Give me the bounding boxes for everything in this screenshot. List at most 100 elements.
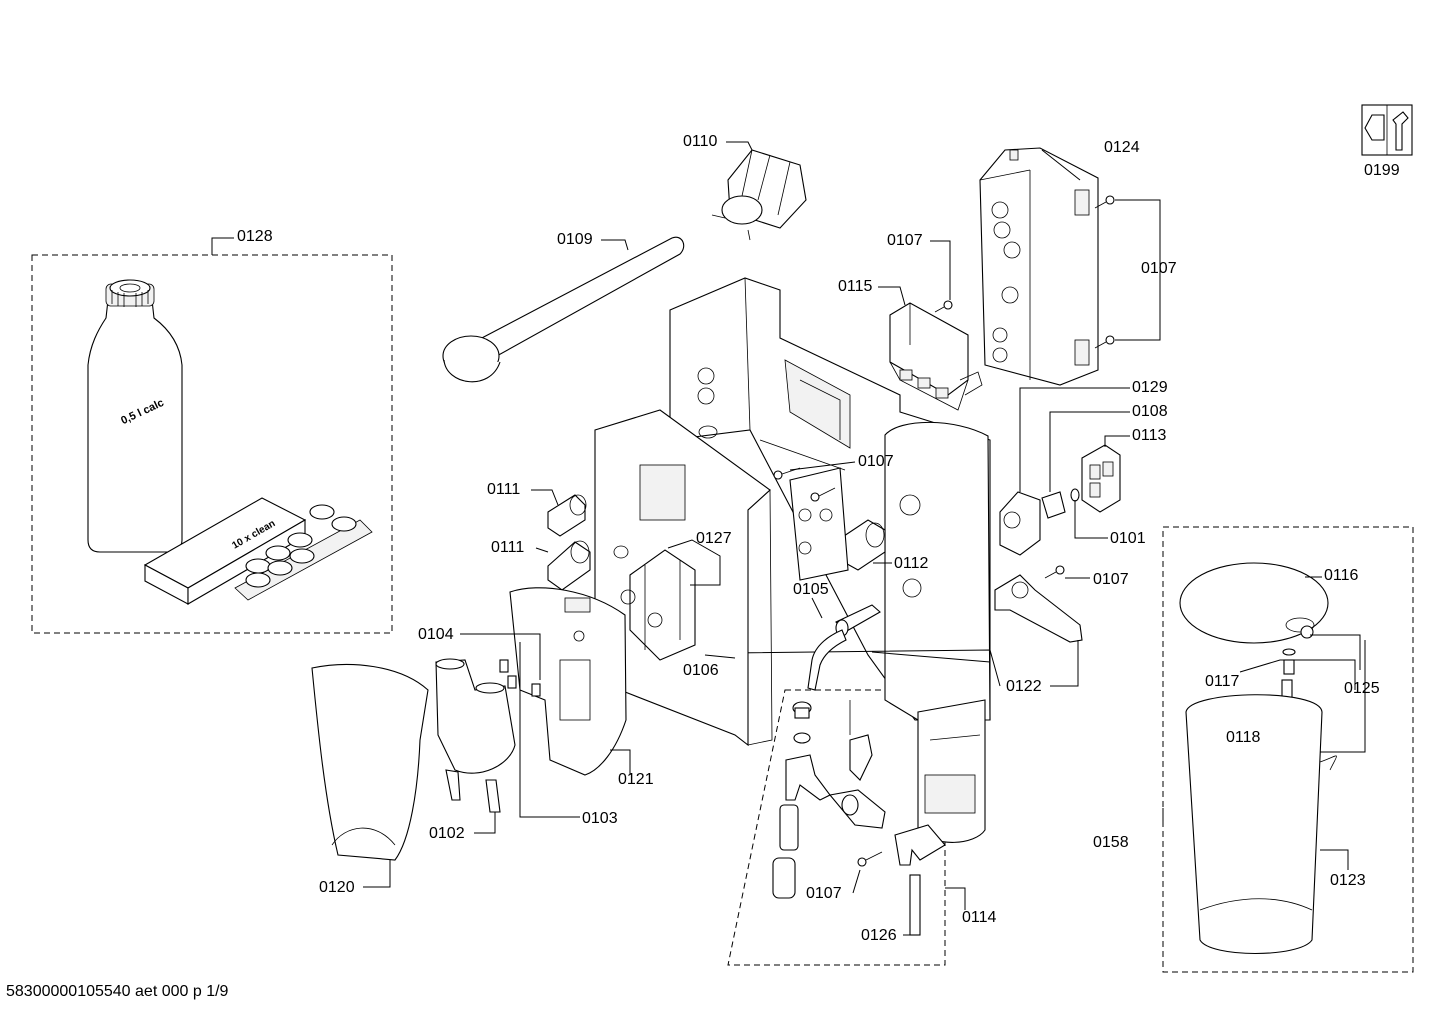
- leader-0107-frother: [852, 869, 861, 894]
- leader-0129: [1019, 387, 1130, 492]
- screw-0107-housing-bottom: [1094, 335, 1115, 349]
- screw-0107-frother: [857, 851, 883, 867]
- label-0122: 0122: [1006, 678, 1042, 695]
- part-0127-carrier: [620, 549, 696, 661]
- leader-0117: [1239, 659, 1356, 690]
- leader-0120: [363, 860, 391, 888]
- leader-0105: [811, 597, 823, 619]
- inner-plate: [789, 467, 849, 581]
- part-0113-plate: [1081, 444, 1121, 513]
- leader-0110: [726, 141, 753, 151]
- part-0111-knob-upper: [547, 494, 587, 537]
- part-0124-housing: [979, 147, 1099, 386]
- label-0125: 0125: [1344, 680, 1380, 697]
- label-0107-housing: 0107: [1141, 260, 1177, 277]
- label-0121: 0121: [618, 771, 654, 788]
- leader-0113: [1104, 435, 1130, 447]
- leader-0109: [601, 239, 629, 251]
- label-0111-lower: 0111: [491, 539, 525, 556]
- leader-0108: [1049, 411, 1130, 492]
- label-0126: 0126: [861, 927, 897, 944]
- leader-0115: [878, 286, 906, 306]
- leader-0114: [945, 887, 966, 910]
- label-0109: 0109: [557, 231, 593, 248]
- label-0114: 0114: [962, 909, 997, 926]
- part-0109-scoop: [442, 236, 685, 383]
- part-0110-funnel: [711, 149, 807, 241]
- leader-0123: [1320, 849, 1349, 870]
- container-group-0158-box: [1162, 526, 1414, 973]
- label-0199[interactable]: 0199: [1364, 162, 1400, 179]
- kit-group-0128-leader: [211, 237, 234, 255]
- label-0102: 0102: [429, 825, 465, 842]
- part-0129-block: [999, 491, 1041, 556]
- screw-0107-mid-b: [810, 487, 836, 502]
- label-0107-right: 0107: [1093, 571, 1129, 588]
- part-0116-lid: [1179, 562, 1329, 644]
- label-0111-upper: 0111: [487, 481, 521, 498]
- part-0123-jug: [1185, 694, 1337, 955]
- descaler-bottle: [87, 279, 183, 553]
- label-0110: 0110: [683, 133, 718, 150]
- label-0116: 0116: [1324, 567, 1359, 584]
- part-0112-knob: [837, 519, 886, 571]
- label-0158: 0158: [1093, 834, 1129, 851]
- milk-frother-parts: [772, 700, 946, 936]
- label-0112: 0112: [894, 555, 929, 572]
- label-0115: 0115: [838, 278, 873, 295]
- leader-0125-b: [1320, 640, 1366, 753]
- part-0104-pins: [499, 659, 541, 697]
- leader-0127: [667, 539, 721, 586]
- wrench-hex-icon: [1361, 104, 1413, 156]
- leader-0107-housing: [1115, 199, 1161, 341]
- part-0111-knob-lower: [547, 540, 591, 591]
- screw-0107-housing-top: [1094, 195, 1115, 209]
- label-0120: 0120: [319, 879, 355, 896]
- part-0121-tank-frame: [509, 587, 627, 776]
- leader-0122-right: [1050, 640, 1079, 687]
- leader-0122b: [871, 651, 991, 663]
- leader-0102: [474, 812, 496, 834]
- leader-0101: [1074, 500, 1108, 539]
- label-0105: 0105: [793, 581, 829, 598]
- label-0129: 0129: [1132, 379, 1168, 396]
- label-0104: 0104: [418, 626, 454, 643]
- leader-0111a: [531, 489, 559, 506]
- leader-0124: [1041, 149, 1081, 181]
- leader-0106: [704, 654, 736, 659]
- leader-0125: [1310, 634, 1361, 670]
- label-0107-module: 0107: [887, 232, 923, 249]
- leader-0107-mid: [789, 461, 856, 471]
- label-0128: 0128: [237, 228, 273, 245]
- part-0115-module: [889, 302, 983, 411]
- label-0127: 0127: [696, 530, 732, 547]
- label-0106: 0106: [683, 662, 719, 679]
- part-0108-seal: [1041, 488, 1080, 519]
- leader-0121: [610, 749, 631, 775]
- label-0124: 0124: [1104, 139, 1140, 156]
- label-0123: 0123: [1330, 872, 1366, 889]
- label-0108: 0108: [1132, 403, 1168, 420]
- label-0118: 0118: [1226, 729, 1261, 746]
- screw-0107-right: [1044, 565, 1065, 579]
- document-footer: 58300000105540 aet 000 p 1/9: [6, 983, 229, 1000]
- label-0103: 0103: [582, 810, 618, 827]
- label-0101: 0101: [1110, 530, 1146, 547]
- leader-0107-module: [930, 240, 951, 300]
- drain-slide: [994, 574, 1083, 643]
- label-0113: 0113: [1132, 427, 1167, 444]
- leader-0111b: [535, 547, 549, 553]
- part-0102-valve-block: [435, 658, 516, 813]
- screw-0107-module: [934, 300, 953, 313]
- leader-0103: [519, 642, 580, 818]
- part-0122-side-column: [884, 421, 991, 843]
- part-0105-connector: [807, 604, 881, 691]
- label-0107-frother: 0107: [806, 885, 842, 902]
- label-0107-mid: 0107: [858, 453, 894, 470]
- cleaning-tablets: [143, 497, 373, 605]
- label-0117: 0117: [1205, 673, 1240, 690]
- part-0120-tank-cover: [311, 663, 429, 861]
- leader-0104: [460, 633, 541, 680]
